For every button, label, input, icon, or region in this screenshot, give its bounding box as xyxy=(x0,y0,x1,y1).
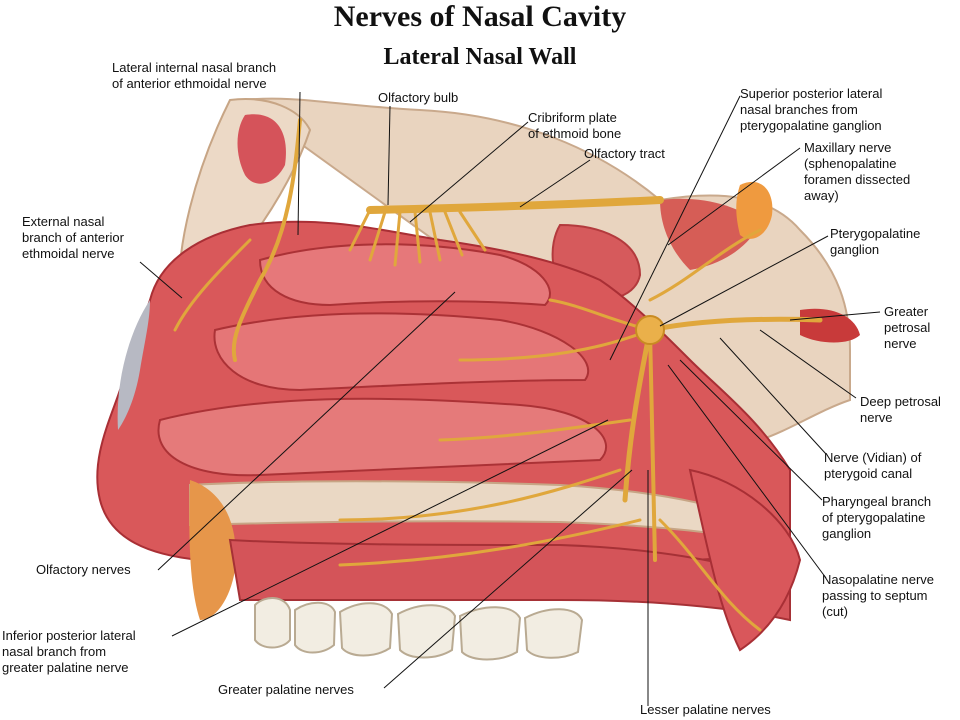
leader-olfactory-nerves xyxy=(157,291,456,571)
frontal-sinus xyxy=(237,114,286,184)
leader-inferior-posterior xyxy=(171,419,609,637)
diagram-subtitle: Lateral Nasal Wall xyxy=(383,44,577,70)
leader-vidian xyxy=(719,337,827,455)
superior-turbinate xyxy=(258,243,551,307)
label-deep-petrosal-nerve: Deep petrosal nerve xyxy=(860,394,941,425)
label-nasopalatine-nerve: Nasopalatine nerve passing to septum (cu… xyxy=(822,572,935,619)
leader-nasopalatine xyxy=(667,364,827,579)
label-olfactory-bulb: Olfactory bulb xyxy=(378,90,459,105)
label-cribriform-plate: Cribriform plate of ethmoid bone xyxy=(528,110,622,141)
label-pharyngeal-branch: Pharyngeal branch of pterygopalatine gan… xyxy=(822,494,932,541)
leader-deep-petrosal xyxy=(759,329,857,399)
label-external-nasal-branch: External nasal branch of anterior ethmoi… xyxy=(22,214,124,261)
leader-olfactory-tract xyxy=(519,159,591,208)
leader-pharyngeal xyxy=(679,359,823,501)
leader-external-nasal xyxy=(139,261,183,299)
teeth xyxy=(254,597,584,661)
label-olfactory-tract: Olfactory tract xyxy=(584,146,665,161)
leader-pterygopalatine xyxy=(659,235,829,327)
soft-palate xyxy=(688,468,802,652)
leader-lateral-internal xyxy=(297,91,301,236)
label-maxillary-nerve: Maxillary nerve (sphenopalatine foramen … xyxy=(804,140,911,203)
label-superior-posterior-lateral: Superior posterior lateral nasal branche… xyxy=(740,86,883,133)
leader-cribriform xyxy=(409,121,529,223)
label-greater-palatine-nerves: Greater palatine nerves xyxy=(218,682,354,697)
pterygopalatine-ganglion-shape xyxy=(635,315,665,345)
label-lesser-palatine-nerves: Lesser palatine nerves xyxy=(640,702,771,717)
right-upper-tissue xyxy=(660,198,760,270)
oral-mucosa xyxy=(228,538,791,622)
leader-greater-petrosal xyxy=(789,311,881,321)
leader-maxillary xyxy=(667,147,801,246)
petrosal-vessel xyxy=(800,308,860,343)
label-lateral-internal-nasal-branch: Lateral internal nasal branch of anterio… xyxy=(112,60,277,91)
inferior-turbinate xyxy=(157,397,607,477)
nasal-vestibule xyxy=(117,300,150,430)
leader-greater-palatine xyxy=(383,469,633,689)
label-pterygopalatine-ganglion: Pterygopalatine ganglion xyxy=(830,226,921,257)
nerves xyxy=(173,118,823,632)
leader-superior-posterior xyxy=(609,95,741,361)
orange-vessel xyxy=(736,181,773,239)
lip-tissue xyxy=(189,480,236,620)
leader-olfactory-bulb xyxy=(387,105,391,206)
label-greater-petrosal-nerve: Greater petrosal nerve xyxy=(884,304,931,351)
label-olfactory-nerves: Olfactory nerves xyxy=(36,562,131,577)
diagram-title: Nerves of Nasal Cavity xyxy=(333,0,627,33)
label-inferior-posterior-lateral: Inferior posterior lateral nasal branch … xyxy=(2,628,136,675)
label-vidian-nerve: Nerve (Vidian) of pterygoid canal xyxy=(824,450,922,481)
middle-turbinate xyxy=(213,312,590,392)
